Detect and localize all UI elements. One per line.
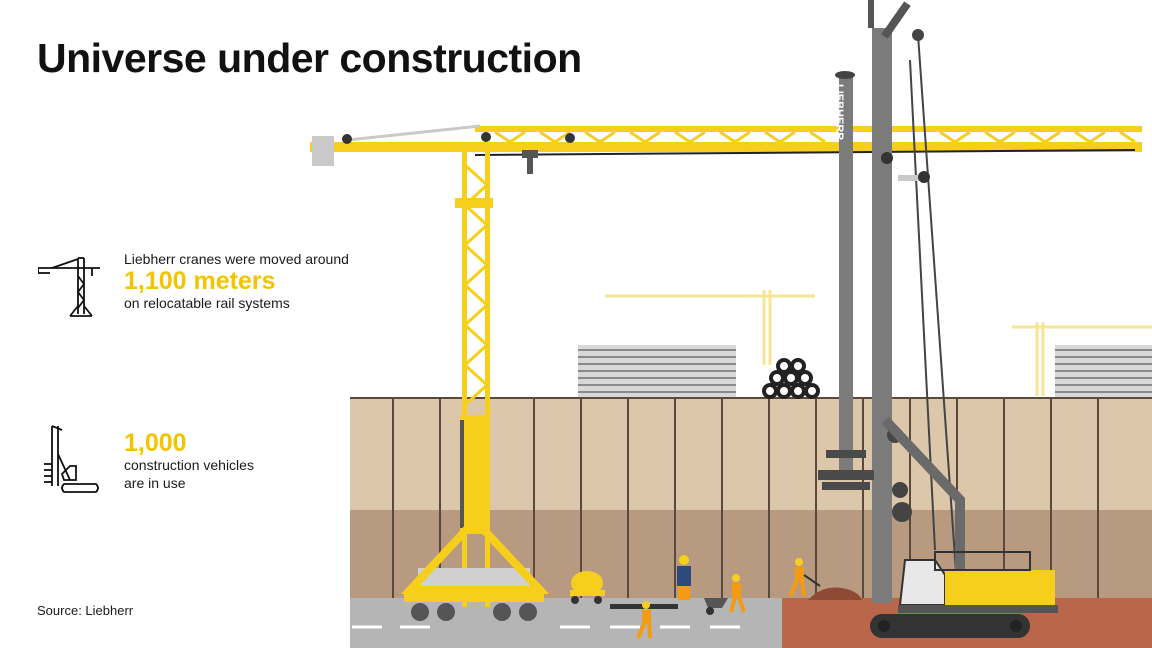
- drilling-rig-icon: [44, 425, 99, 493]
- stat-cranes-caption-top: Liebherr cranes were moved around: [124, 251, 349, 267]
- drilling-rig: LIEBHERR: [818, 0, 1058, 638]
- pipe-pyramid: [762, 358, 820, 399]
- stat-cranes-moved: Liebherr cranes were moved around 1,100 …: [124, 250, 349, 312]
- source-note: Source: Liebherr: [37, 603, 134, 618]
- worker-shoveling: [788, 558, 821, 597]
- worker: [677, 555, 691, 600]
- tower-crane-icon: [38, 257, 100, 317]
- tower-crane: [310, 124, 1142, 621]
- worker-with-wheelbarrow: [704, 574, 746, 615]
- pipe-stack-right: [1055, 345, 1152, 397]
- stat-vehicles-caption: construction vehicles are in use: [124, 457, 254, 491]
- background-crane-2: [1012, 322, 1152, 396]
- rig-brand-label: LIEBHERR: [833, 84, 845, 140]
- stat-cranes-value: 1,100 meters: [124, 267, 276, 295]
- stat-vehicles-in-use: 1,000 construction vehicles are in use: [124, 430, 254, 492]
- pipe-stack-left: [578, 345, 736, 397]
- cement-mixer: [570, 571, 605, 604]
- worker-walking: [636, 601, 652, 639]
- soil-pile: [808, 587, 862, 600]
- page-title: Universe under construction: [37, 35, 582, 81]
- stat-vehicles-value: 1,000: [124, 429, 187, 457]
- background-crane-1: [605, 290, 815, 365]
- stat-cranes-caption-bottom: on relocatable rail systems: [124, 295, 290, 311]
